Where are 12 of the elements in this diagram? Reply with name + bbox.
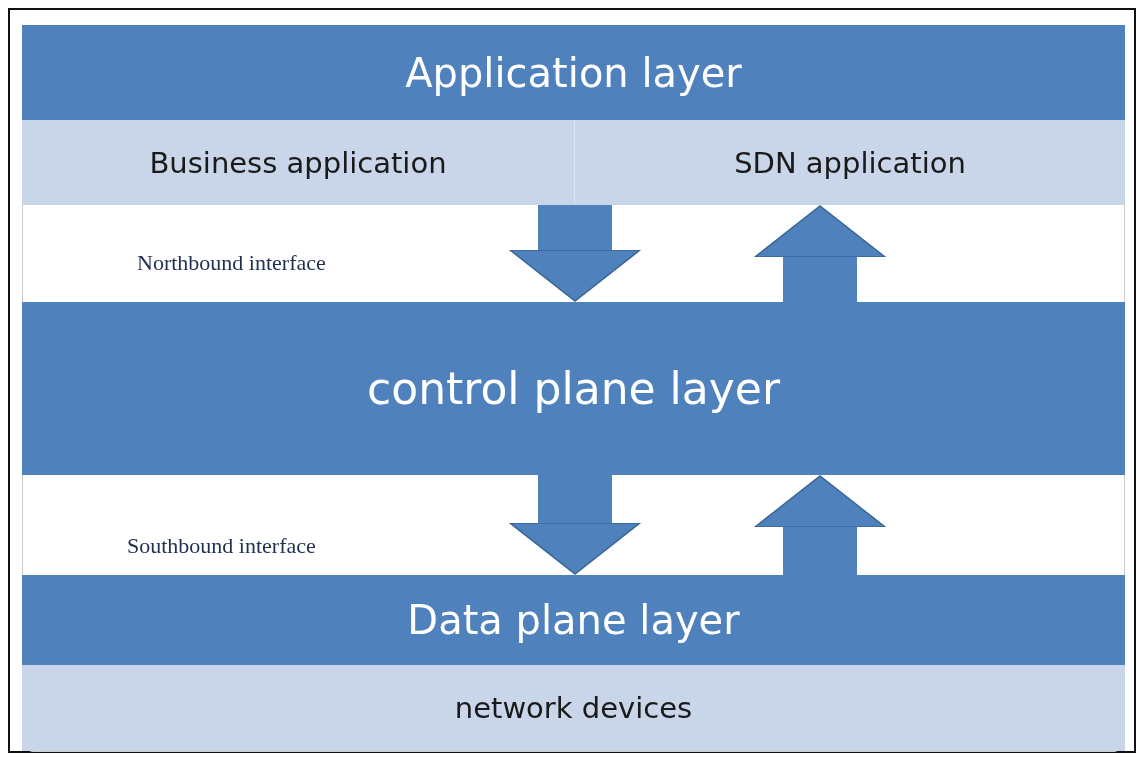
layer-band: Application layer [22,25,1125,120]
component-band: SDN application [575,120,1125,205]
block-arrow [509,205,641,302]
block-arrow [509,475,641,575]
component-band: Business application [22,120,575,205]
block-arrow [754,205,886,302]
component-band: network devices [22,665,1125,751]
block-arrow [754,475,886,575]
layer-band: control plane layer [22,302,1125,475]
interface-label: Northbound interface [137,250,326,276]
interface-label: Southbound interface [127,533,316,559]
layer-band: Data plane layer [22,575,1125,665]
